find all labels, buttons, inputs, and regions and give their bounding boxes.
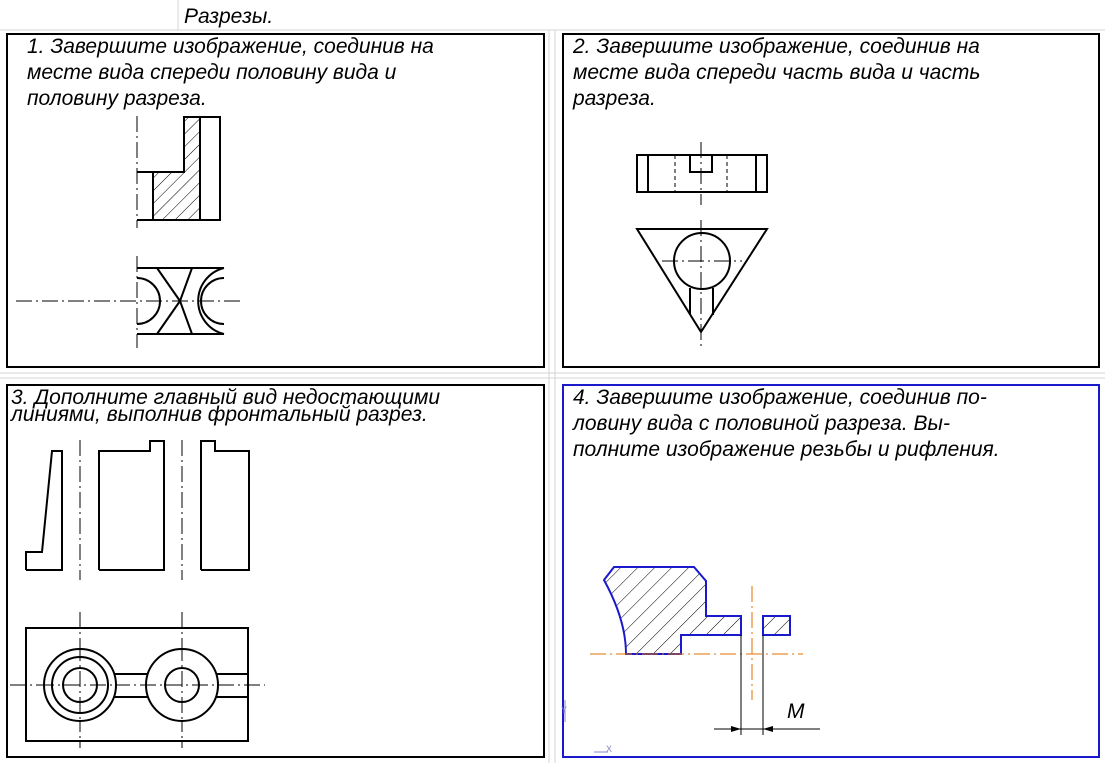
part-4-section: M — [590, 566, 820, 735]
dimension-label-m: M — [787, 700, 805, 723]
part-2-top-view — [635, 220, 769, 350]
task-4-text-line-3: полните изображение резьбы и рифления. — [573, 438, 1000, 461]
task-3-text-line-1: 3. Дополните главный вид недостающими — [11, 386, 440, 409]
part-2-front-view — [636, 142, 768, 205]
task-1-text-line-3: половину разреза. — [27, 87, 207, 110]
axis-x-label: X — [606, 744, 612, 754]
task-panel-2[interactable]: 2. Завершите изображение, соединив на ме… — [562, 33, 1100, 368]
axis-y-label: Y — [561, 705, 567, 715]
task-panel-4[interactable]: 4. Завершите изображение, соединив по- л… — [561, 384, 1100, 758]
task-3-text-line-2: линиями, выполнив фронтальный разрез. — [10, 403, 428, 426]
task-panel-1[interactable]: 1. Завершите изображение, соединив на ме… — [6, 33, 545, 368]
task-4-text-line-1: 4. Завершите изображение, соединив по- — [573, 386, 987, 409]
task-1-text-line-2: месте вида спереди половину вида и — [27, 61, 397, 84]
task-4-text-line-2: ловину вида с половиной разреза. Вы- — [572, 412, 950, 435]
part-1-top-view — [16, 256, 240, 348]
task-2-text-line-3: разреза. — [572, 87, 656, 110]
page-title: Разрезы. — [184, 5, 273, 28]
ucs-axis-indicator: Y X — [561, 700, 612, 754]
task-panel-3[interactable]: 3. Дополните главный вид недостающими ли… — [6, 384, 545, 758]
task-2-text-line-1: 2. Завершите изображение, соединив на — [572, 35, 980, 58]
part-1-front-view — [136, 116, 221, 228]
part-3-top-view — [10, 612, 265, 748]
task-2-text-line-2: месте вида спереди часть вида и часть — [573, 61, 980, 84]
task-1-text-line-1: 1. Завершите изображение, соединив на — [27, 35, 434, 58]
part-3-front-view — [25, 440, 250, 580]
